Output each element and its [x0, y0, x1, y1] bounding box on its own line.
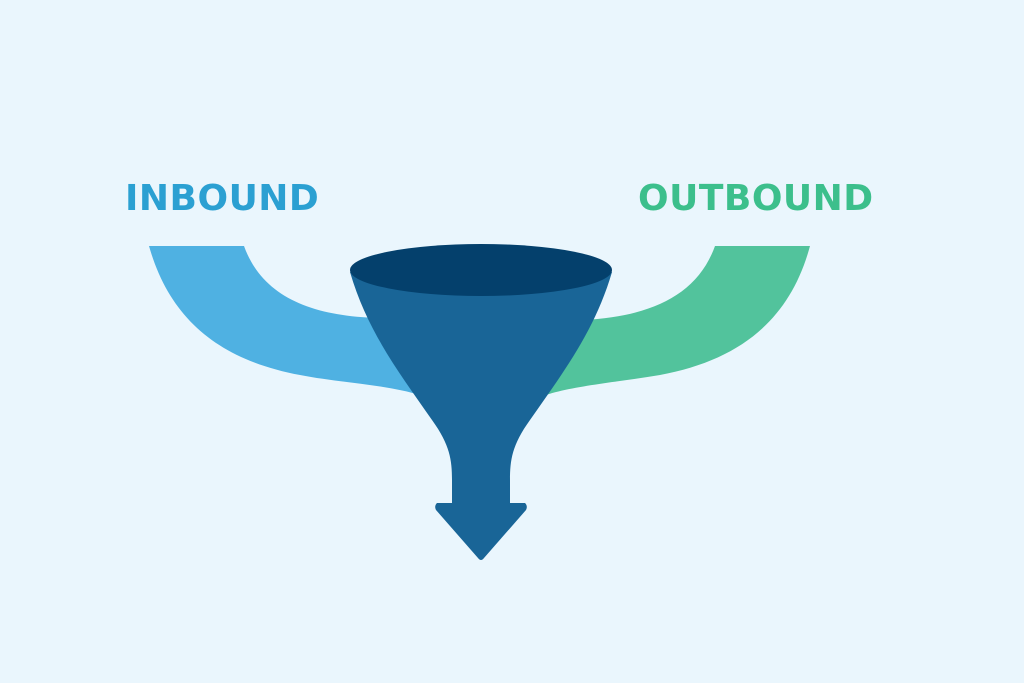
inbound-label: INBOUND: [125, 178, 320, 219]
outbound-label: OUTBOUND: [638, 178, 874, 219]
outbound-flow-band: [518, 246, 810, 410]
funnel-body: [350, 272, 612, 560]
funnel-top-opening: [350, 244, 612, 296]
inbound-flow-band: [149, 246, 450, 410]
